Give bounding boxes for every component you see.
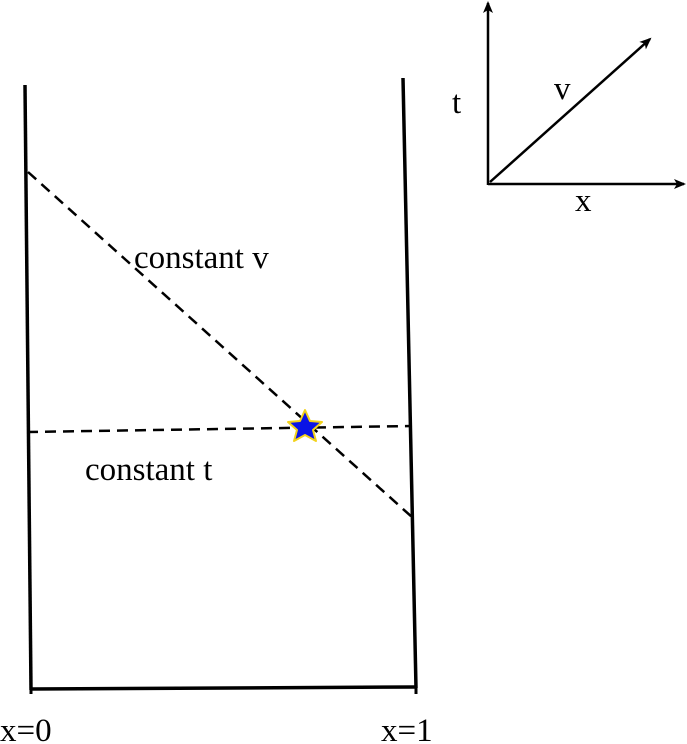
left-boundary-line <box>23 84 33 691</box>
v-axis-arrow <box>489 37 652 183</box>
v-axis-label: v <box>554 71 571 107</box>
constant-t-dashed-line <box>26 424 413 434</box>
star-marker-icon <box>287 409 323 442</box>
right-boundary-line <box>401 77 418 689</box>
constant-v-dashed-line <box>27 171 414 519</box>
constant-t-label: constant t <box>85 452 212 488</box>
t-axis-label: t <box>452 85 461 121</box>
x0-label: x=0 <box>0 713 52 744</box>
constant-v-label: constant v <box>134 240 269 276</box>
bottom-boundary-line <box>30 685 417 691</box>
x1-label: x=1 <box>381 713 433 744</box>
x-axis-label: x <box>575 183 592 219</box>
